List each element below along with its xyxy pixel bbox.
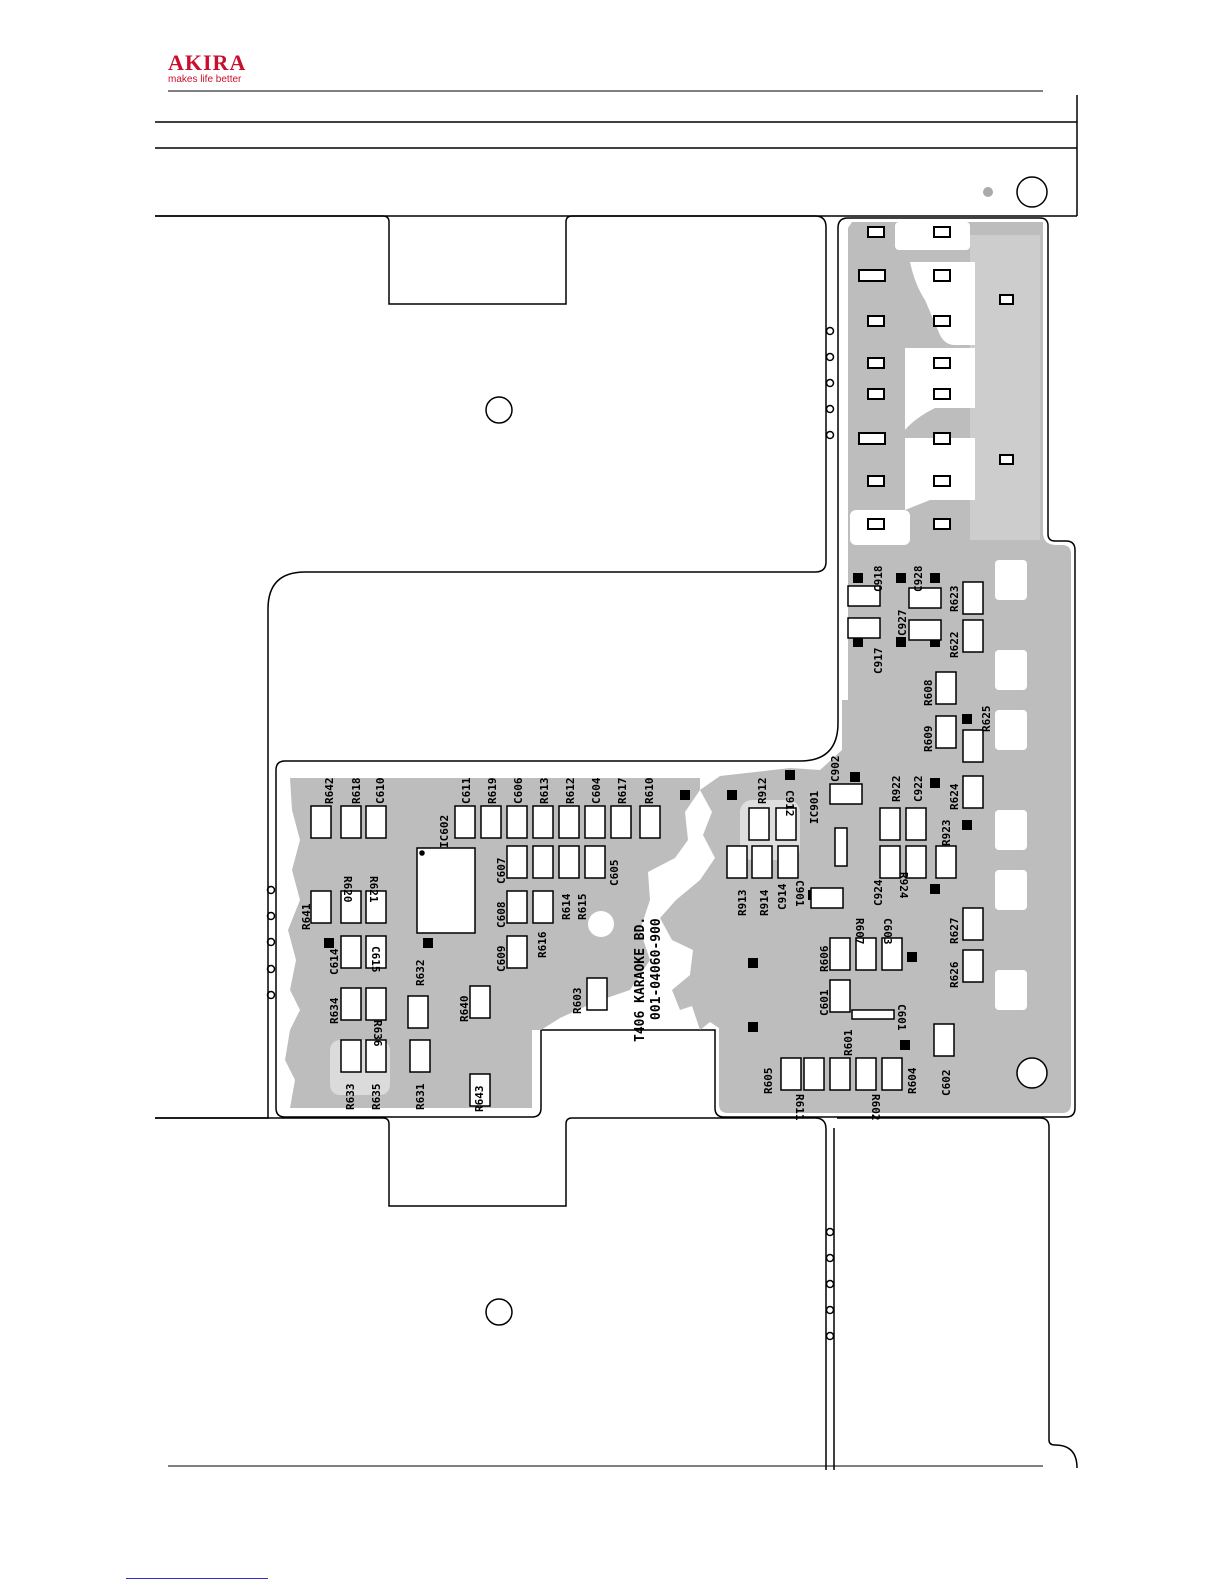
label-r607: R607: [853, 918, 866, 945]
label-r641: R641: [300, 903, 313, 930]
label-r643: R643: [473, 1086, 486, 1113]
label-r609: R609: [922, 726, 935, 753]
label-r623: R623: [948, 586, 961, 613]
label-r922: R922: [890, 776, 903, 803]
label-r624: R624: [948, 783, 961, 810]
label-c615: C615: [369, 946, 382, 973]
label-r620: R620: [341, 876, 354, 903]
label-r603: R603: [571, 988, 584, 1015]
label-c901: C901: [793, 880, 806, 907]
label-r610: R610: [643, 778, 656, 805]
label-r616: R616: [536, 931, 549, 958]
label-c924: C924: [872, 879, 885, 906]
label-r621: R621: [367, 876, 380, 903]
label-r914: R914: [758, 889, 771, 916]
label-r912: R912: [756, 778, 769, 805]
component-pads: [310, 805, 661, 1107]
label-c608: C608: [495, 902, 508, 929]
pad-cutouts: [330, 222, 1048, 1095]
label-r633: R633: [344, 1084, 357, 1111]
label-r636: R636: [371, 1020, 384, 1047]
label-r913: R913: [736, 890, 749, 917]
brand-tagline: makes life better: [168, 74, 242, 85]
component-labels-left: R642 R618 C610 C611 R619 C606 R613 R612 …: [300, 777, 656, 1112]
ic-chips: [416, 827, 895, 1020]
solder-markers: [324, 573, 972, 1050]
label-c603: C603: [881, 918, 894, 945]
akira-logo: AKIRA makes life better: [168, 52, 246, 85]
label-r604: R604: [906, 1067, 919, 1094]
footer-link-underline: [126, 1578, 268, 1579]
label-c611: C611: [460, 777, 473, 804]
label-c604: C604: [590, 777, 603, 804]
label-r613: R613: [538, 778, 551, 805]
label-c917: C917: [872, 648, 885, 675]
label-r606: R606: [818, 945, 831, 972]
label-c602: C602: [940, 1070, 953, 1097]
label-r924: R924: [897, 872, 910, 899]
label-r632: R632: [414, 960, 427, 987]
board-title-line1: T406 KARAOKE BD.: [633, 917, 648, 1042]
chassis-top: [155, 95, 1078, 217]
label-r634: R634: [328, 997, 341, 1024]
label-c902: C902: [829, 756, 842, 783]
label-r619: R619: [486, 778, 499, 805]
ic901-chip: [834, 827, 848, 867]
label-r617: R617: [616, 778, 629, 805]
label-r631: R631: [414, 1083, 427, 1110]
label-c614: C614: [328, 948, 341, 975]
ic602-chip: [416, 847, 476, 934]
label-c610: C610: [374, 778, 387, 805]
label-r627: R627: [948, 918, 961, 945]
label-c928: C928: [912, 566, 925, 593]
component-pads-right: [726, 581, 984, 1091]
label-r608: R608: [922, 680, 935, 707]
label-c605: C605: [608, 860, 621, 887]
label-r640: R640: [458, 996, 471, 1023]
label-c609: C609: [495, 946, 508, 973]
label-c927: C927: [896, 610, 909, 637]
label-r622: R622: [948, 632, 961, 659]
label-r635: R635: [370, 1084, 383, 1111]
label-r602: R602: [869, 1094, 882, 1121]
label-c607: C607: [495, 858, 508, 885]
label-r605: R605: [762, 1068, 775, 1095]
label-r614: R614: [560, 893, 573, 920]
board-title-line2: 001-04060-900: [649, 918, 664, 1020]
connector-pads: [858, 226, 1014, 530]
label-r615: R615: [576, 894, 589, 921]
label-r601: R601: [842, 1029, 855, 1056]
brand-name: AKIRA: [168, 50, 247, 75]
label-r625: R625: [980, 706, 993, 733]
label-r626: R626: [948, 961, 961, 988]
label-r612: R612: [564, 778, 577, 805]
label-r923: R923: [940, 820, 953, 847]
label-r611: R611: [793, 1094, 806, 1121]
label-c918: C918: [872, 566, 885, 593]
label-c912: C912: [783, 790, 796, 817]
label-c606: C606: [512, 777, 525, 804]
component-labels-right: C918 C928 C927 R623 C917 R622 R608 R609 …: [736, 566, 993, 1121]
board-title: T406 KARAOKE BD. 001-04060-900: [633, 917, 664, 1042]
label-ic901: IC901: [808, 791, 821, 824]
label-r642: R642: [323, 778, 336, 805]
label-c914: C914: [776, 883, 789, 910]
label-c922: C922: [912, 776, 925, 803]
label-r618: R618: [350, 778, 363, 805]
chassis-outline: [155, 215, 1078, 1470]
label-ic602: IC602: [438, 815, 451, 848]
label-c601b: C601: [895, 1004, 908, 1031]
label-c601a: C601: [818, 989, 831, 1016]
